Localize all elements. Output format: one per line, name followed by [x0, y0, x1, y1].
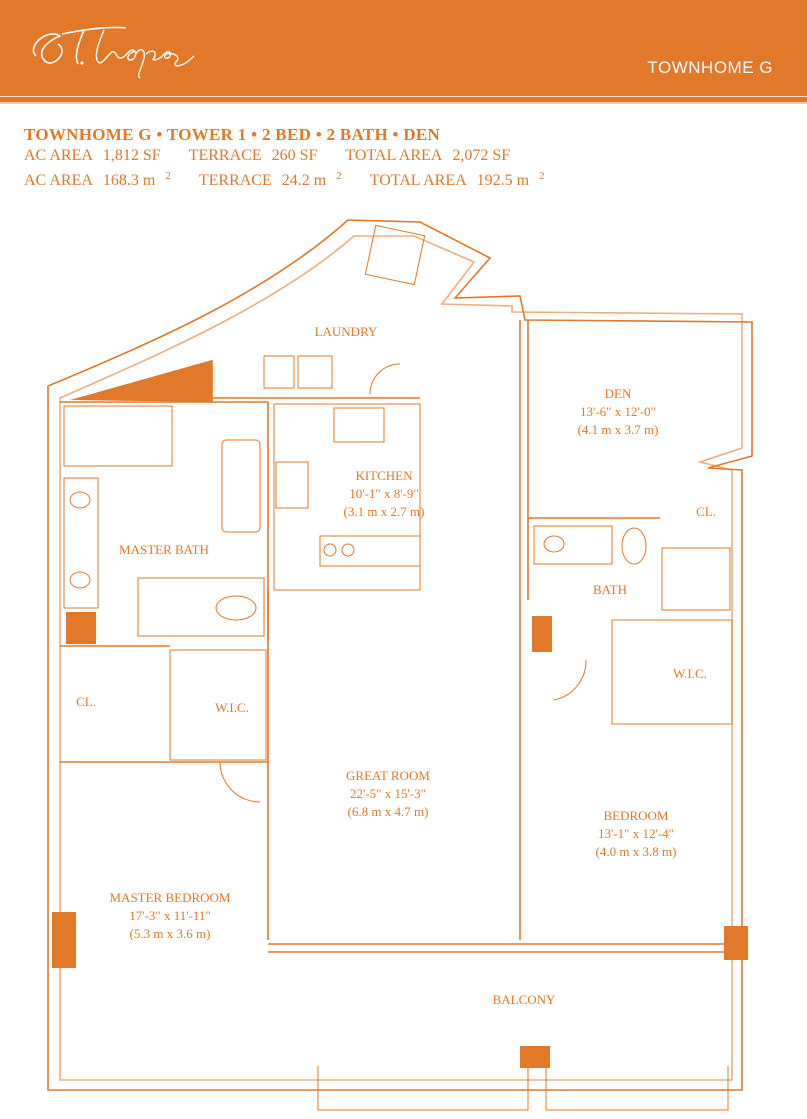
room-kitchen: KITCHEN 10'-1" x 8'-9" (3.1 m x 2.7 m): [344, 468, 425, 519]
room-closet-right: CL.: [696, 504, 716, 519]
room-name: MASTER BEDROOM: [110, 890, 231, 905]
column: [532, 616, 552, 652]
spec-unit-exponent: 2: [539, 170, 545, 182]
specs-title: TOWNHOME G • TOWER 1 • 2 BED • 2 BATH • …: [24, 125, 441, 144]
room-metric: (3.1 m x 2.7 m): [344, 504, 425, 519]
room-wic-right: W.I.C.: [673, 666, 707, 681]
column: [520, 1046, 550, 1068]
spec-value: 260 SF: [271, 147, 318, 164]
exterior-wall-inner: [59, 235, 743, 1081]
toilet-icon: [621, 527, 647, 565]
kitchen-outline: [273, 403, 421, 591]
door-swing-icon: [219, 761, 261, 803]
room-dimensions: 17'-3" x 11'-11": [129, 908, 211, 923]
spec-label: TOTAL AREA: [369, 172, 467, 190]
kitchen-island-sink: [319, 535, 421, 567]
spec-label: TERRACE: [188, 147, 262, 164]
room-laundry: LAUNDRY: [315, 324, 378, 339]
specs-metric-row: AC AREA 168.3 m 2 TERRACE 24.2 m 2 TOTAL ARE…: [24, 166, 555, 191]
room-name: CL.: [696, 504, 716, 519]
dryer-icon: [297, 355, 333, 389]
spec-label: AC AREA: [24, 147, 93, 164]
spec-value: 168.3 m: [102, 172, 156, 190]
room-name: CL.: [76, 694, 96, 709]
room-den: DEN 13'-6" x 12'-0" (4.1 m x 3.7 m): [578, 386, 659, 437]
room-balcony: BALCONY: [493, 992, 556, 1007]
column: [724, 926, 748, 960]
room-bedroom: BEDROOM 13'-1" x 12'-4" (4.0 m x 3.8 m): [596, 808, 677, 859]
sink-icon: [69, 491, 91, 509]
spec-value: 24.2 m: [281, 172, 327, 190]
balcony-rail: [545, 1066, 729, 1111]
vanity-icon: [533, 525, 613, 565]
room-name: DEN: [605, 386, 632, 401]
room-dimensions: 22'-5" x 15'-3": [350, 786, 426, 801]
spec-value: 1,812 SF: [102, 147, 161, 164]
room-great-room: GREAT ROOM 22'-5" x 15'-3" (6.8 m x 4.7 …: [346, 768, 430, 819]
sink-icon: [543, 535, 565, 553]
spec-value: 192.5 m: [476, 172, 530, 190]
bathtub-icon: [221, 439, 261, 533]
floor-plan: LAUNDRY DEN 13'-6" x 12'-0" (4.1 m x 3.7…: [47, 219, 753, 1111]
room-name: GREAT ROOM: [346, 768, 430, 783]
wic-left: [169, 649, 267, 761]
sink-icon: [69, 571, 91, 589]
column: [52, 912, 76, 968]
room-metric: (5.3 m x 3.6 m): [130, 926, 211, 941]
room-name: BEDROOM: [603, 808, 668, 823]
unit-label: TOWNHOME G: [647, 58, 773, 77]
sink-bowl-icon: [341, 543, 355, 557]
room-name: BALCONY: [493, 992, 556, 1007]
door-swing-icon: [369, 363, 401, 395]
spec-label: TERRACE: [198, 172, 272, 190]
room-dimensions: 13'-1" x 12'-4": [598, 826, 674, 841]
room-metric: (4.1 m x 3.7 m): [578, 422, 659, 437]
vanity-icon: [63, 477, 99, 609]
structural-wedge: [70, 360, 212, 402]
room-closet-left: CL.: [76, 694, 96, 709]
washer-icon: [263, 355, 295, 389]
room-name: BATH: [593, 582, 627, 597]
exterior-wall: [47, 219, 753, 1091]
room-wic-left: W.I.C.: [215, 700, 249, 715]
spec-value: 2,072 SF: [452, 147, 511, 164]
skylight-icon: [364, 224, 426, 286]
room-master-bedroom: MASTER BEDROOM 17'-3" x 11'-11" (5.3 m x…: [110, 890, 231, 941]
st-tropez-logo: [32, 26, 195, 79]
shower-icon: [63, 405, 173, 467]
unit-specs: TOWNHOME G • TOWER 1 • 2 BED • 2 BATH • …: [24, 124, 555, 191]
spec-unit-exponent: 2: [165, 170, 171, 182]
room-name: KITCHEN: [355, 468, 413, 483]
cooktop-icon: [275, 461, 309, 509]
header-band: TOWNHOME G: [0, 0, 807, 104]
room-metric: (6.8 m x 4.7 m): [348, 804, 429, 819]
room-master-bath: MASTER BATH: [119, 542, 209, 557]
toilet-icon: [215, 595, 257, 621]
room-dimensions: 13'-6" x 12'-0": [580, 404, 656, 419]
spec-label: AC AREA: [24, 172, 93, 190]
room-name: MASTER BATH: [119, 542, 209, 557]
room-metric: (4.0 m x 3.8 m): [596, 844, 677, 859]
shower-icon: [661, 547, 731, 611]
spec-unit-exponent: 2: [336, 170, 342, 182]
specs-imperial-row: AC AREA 1,812 SF TERRACE 260 SF TOTAL AREA…: [24, 146, 555, 166]
refrigerator-icon: [333, 407, 385, 443]
column: [66, 612, 96, 644]
room-name: W.I.C.: [673, 666, 707, 681]
room-dimensions: 10'-1" x 8'-9": [349, 486, 418, 501]
door-swing-icon: [553, 659, 587, 701]
spec-label: TOTAL AREA: [345, 147, 443, 164]
room-bath: BATH: [593, 582, 627, 597]
room-name: LAUNDRY: [315, 324, 378, 339]
sink-bowl-icon: [323, 543, 337, 557]
header-rule: [0, 96, 807, 97]
room-name: W.I.C.: [215, 700, 249, 715]
balcony-rail: [317, 1066, 529, 1111]
water-closet-room: [137, 577, 265, 637]
wic-right: [611, 619, 733, 725]
